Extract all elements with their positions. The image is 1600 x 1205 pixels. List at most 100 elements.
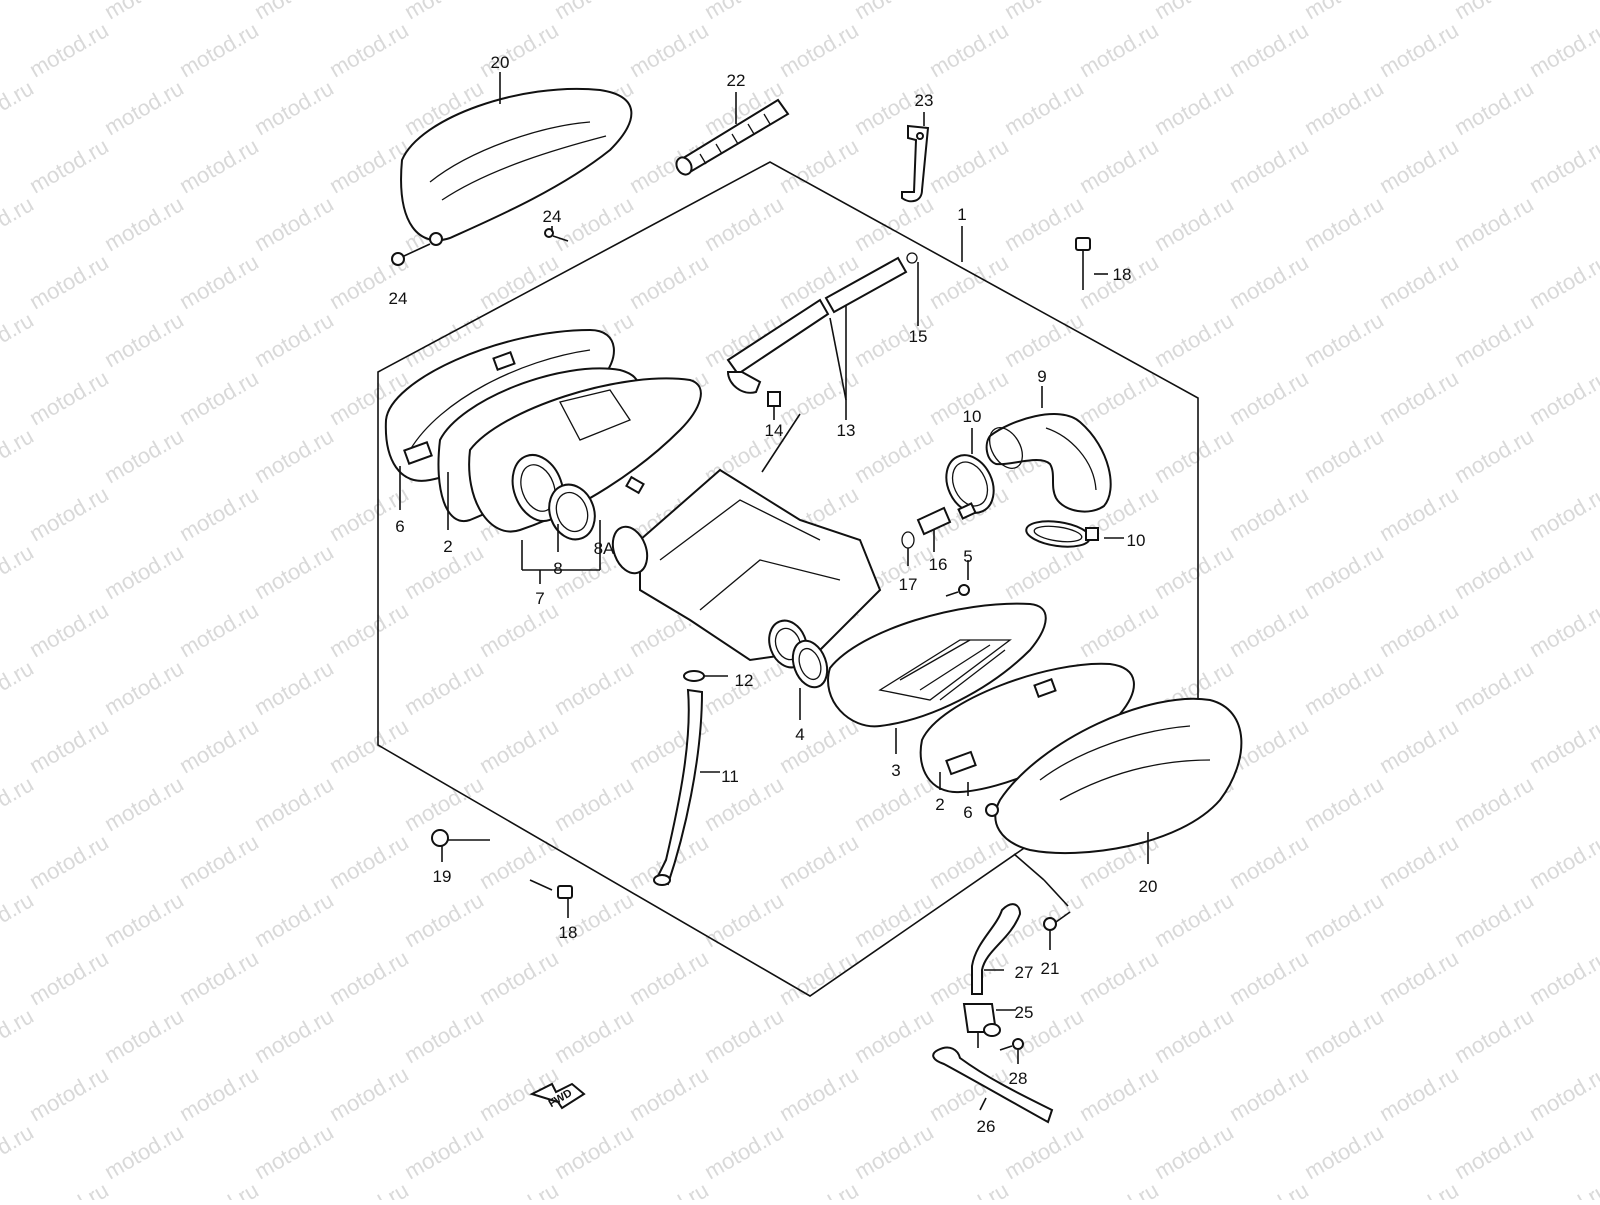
- watermark-text: motod.ru: [175, 249, 263, 314]
- watermark-text: motod.ru: [850, 0, 938, 24]
- watermark-text: motod.ru: [475, 945, 563, 1010]
- watermark-text: motod.ru: [1075, 17, 1163, 82]
- watermark-text: motod.ru: [1450, 0, 1538, 24]
- watermark-text: motod.ru: [775, 1061, 863, 1126]
- screw-21: [1043, 911, 1071, 931]
- watermark-text: motod.ru: [100, 307, 188, 372]
- watermark-text: motod.ru: [100, 771, 188, 836]
- watermark-text: motod.ru: [325, 713, 413, 778]
- watermark-text: motod.ru: [700, 191, 788, 256]
- watermark-text: motod.ru: [250, 307, 338, 372]
- screw-24-middle: [544, 228, 569, 242]
- callout-6: 6: [395, 517, 404, 536]
- watermark-text: motod.ru: [1525, 713, 1600, 778]
- watermark-text: motod.ru: [100, 191, 188, 256]
- watermark-text: motod.ru: [1225, 249, 1313, 314]
- watermark-text: motod.ru: [700, 1003, 788, 1068]
- watermark-text: motod.ru: [250, 423, 338, 488]
- callout-19: 19: [433, 867, 452, 886]
- watermark-text: motod.ru: [1300, 539, 1388, 604]
- watermark-text: motod.ru: [400, 887, 488, 952]
- watermark-text: motod.ru: [100, 539, 188, 604]
- watermark-text: motod.ru: [1300, 0, 1388, 24]
- watermark-text: motod.ru: [175, 713, 263, 778]
- watermark-text: motod.ru: [1000, 307, 1088, 372]
- watermark-text: motod.ru: [1525, 1061, 1600, 1126]
- watermark-text: motod.ru: [0, 75, 38, 140]
- callout-27: 27: [1015, 963, 1034, 982]
- watermark-text: motod.ru: [0, 191, 38, 256]
- watermark-text: motod.ru: [1075, 1177, 1163, 1200]
- callout-3: 3: [891, 761, 900, 780]
- callout-12: 12: [735, 671, 754, 690]
- watermark-text: motod.ru: [1450, 539, 1538, 604]
- clip-12: [683, 670, 705, 682]
- watermark-text: motod.ru: [1150, 887, 1238, 952]
- callout-20: 20: [491, 53, 510, 72]
- bolt-19: [431, 829, 490, 847]
- watermark-text: motod.ru: [1375, 713, 1463, 778]
- callout-18: 18: [559, 923, 578, 942]
- watermark-text: motod.ru: [925, 17, 1013, 82]
- clamp-4: [791, 639, 829, 689]
- watermark-text: motod.ru: [775, 713, 863, 778]
- watermark-text: motod.ru: [400, 0, 488, 24]
- watermark-text: motod.ru: [1375, 365, 1463, 430]
- callout-28: 28: [1009, 1069, 1028, 1088]
- callout-8: 8: [553, 559, 562, 578]
- watermark-text: motod.ru: [25, 249, 113, 314]
- watermark-text: motod.ru: [625, 1177, 713, 1200]
- watermark-text: motod.ru: [400, 1003, 488, 1068]
- fitting-25: [962, 1003, 1001, 1048]
- watermark-text: motod.ru: [925, 1177, 1013, 1200]
- callout-8A: 8A: [594, 539, 615, 558]
- watermark-text: motod.ru: [550, 771, 638, 836]
- watermark-text: motod.ru: [0, 1119, 38, 1184]
- watermark-text: motod.ru: [1300, 75, 1388, 140]
- callout-7: 7: [535, 589, 544, 608]
- watermark-text: motod.ru: [1225, 945, 1313, 1010]
- watermark-text: motod.ru: [1375, 249, 1463, 314]
- watermark-text: motod.ru: [925, 829, 1013, 894]
- watermark-text: motod.ru: [1000, 0, 1088, 24]
- hose-27: [971, 903, 1022, 995]
- watermark-text: motod.ru: [1525, 597, 1600, 662]
- hose-22: [675, 98, 790, 176]
- callout-21: 21: [1041, 959, 1060, 978]
- screw-28: [999, 1038, 1024, 1051]
- watermark-text: motod.ru: [1450, 771, 1538, 836]
- watermark-text: motod.ru: [625, 17, 713, 82]
- watermark-text: motod.ru: [1075, 133, 1163, 198]
- ring-8: [511, 454, 596, 541]
- callout-10: 10: [963, 407, 982, 426]
- watermark-text: motod.ru: [175, 829, 263, 894]
- watermark-text: motod.ru: [625, 1061, 713, 1126]
- watermark-text: motod.ru: [0, 771, 38, 836]
- watermark-text: motod.ru: [1000, 1003, 1088, 1068]
- watermark-text: motod.ru: [250, 655, 338, 720]
- leader-lines: [399, 72, 1149, 1111]
- callout-26: 26: [977, 1117, 996, 1136]
- watermark-text: motod.ru: [1000, 1119, 1088, 1184]
- watermark-text: motod.ru: [175, 17, 263, 82]
- callout-18: 18: [1113, 265, 1132, 284]
- clip-8A: [625, 475, 645, 495]
- watermark-text: motod.ru: [175, 597, 263, 662]
- watermark-text: motod.ru: [250, 191, 338, 256]
- watermark-text: motod.ru: [175, 481, 263, 546]
- watermark-text: motod.ru: [475, 713, 563, 778]
- watermark-text: motod.ru: [550, 655, 638, 720]
- watermark-text: motod.ru: [25, 597, 113, 662]
- watermark-text: motod.ru: [550, 1119, 638, 1184]
- watermark-text: motod.ru: [1000, 191, 1088, 256]
- watermark-text: motod.ru: [1150, 1003, 1238, 1068]
- watermark-text: motod.ru: [25, 17, 113, 82]
- watermark-text: motod.ru: [25, 829, 113, 894]
- watermark-text: motod.ru: [775, 945, 863, 1010]
- watermark-text: motod.ru: [1450, 307, 1538, 372]
- callout-24: 24: [389, 289, 408, 308]
- watermark-text: motod.ru: [1000, 539, 1088, 604]
- watermark-text: motod.ru: [1075, 365, 1163, 430]
- watermark-text: motod.ru: [1225, 133, 1313, 198]
- watermark-text: motod.ru: [25, 365, 113, 430]
